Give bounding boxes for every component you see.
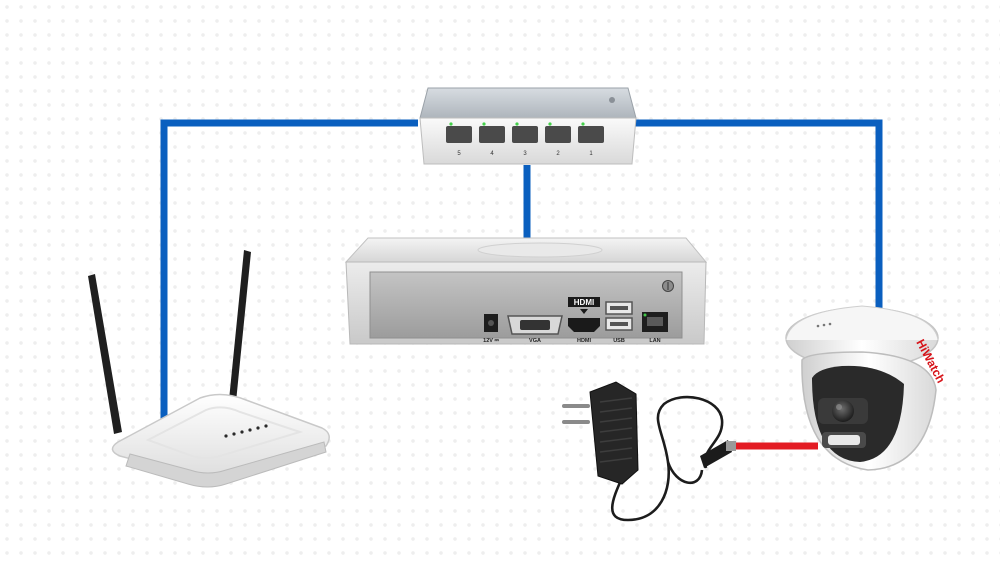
power-adapter-icon [562,381,736,522]
switch-port-number: 1 [589,151,593,157]
nvr-power-label: 12V ⎓ [483,338,499,344]
switch-ports [446,122,604,143]
switch-port [578,126,604,143]
network-cables [160,119,883,420]
adapter-plug-pin [562,420,590,424]
adapter-cord-loop [666,461,704,485]
camera-light [828,435,860,445]
switch-port [446,126,472,143]
router-icon [88,250,330,488]
router-antenna-right [229,250,251,402]
cable-switch-to-router [160,119,418,420]
camera-lens [832,400,854,422]
switch-port [479,126,505,143]
nvr-lan-label: LAN [649,338,660,344]
network-switch-icon: 5 4 3 2 1 [419,87,637,165]
nvr-hdmi-port [568,318,600,332]
adapter-dc-plug [700,440,732,468]
switch-port-number: 5 [457,151,461,157]
switch-port-number: 2 [556,151,560,157]
switch-port-number: 4 [490,151,494,157]
adapter-plug-pin [562,404,590,408]
nvr-recorder-icon: HDMI 12V ⎓ VGA HDMI USB LAN [344,237,708,345]
nvr-hdmi-plate [568,297,600,307]
switch-port-number: 3 [523,151,527,157]
cable-switch-to-camera [634,119,883,312]
router-antenna-left [88,274,122,434]
nvr-vga-label: VGA [529,338,541,344]
nvr-usb-label: USB [613,338,625,344]
nvr-hdmi-plate-text: HDMI [574,298,594,307]
switch-port [512,126,538,143]
adapter-cord [611,395,724,522]
router-status-leds [224,424,268,438]
switch-port [545,126,571,143]
adapter-body [589,381,639,485]
nvr-hdmi-label: HDMI [577,338,592,344]
